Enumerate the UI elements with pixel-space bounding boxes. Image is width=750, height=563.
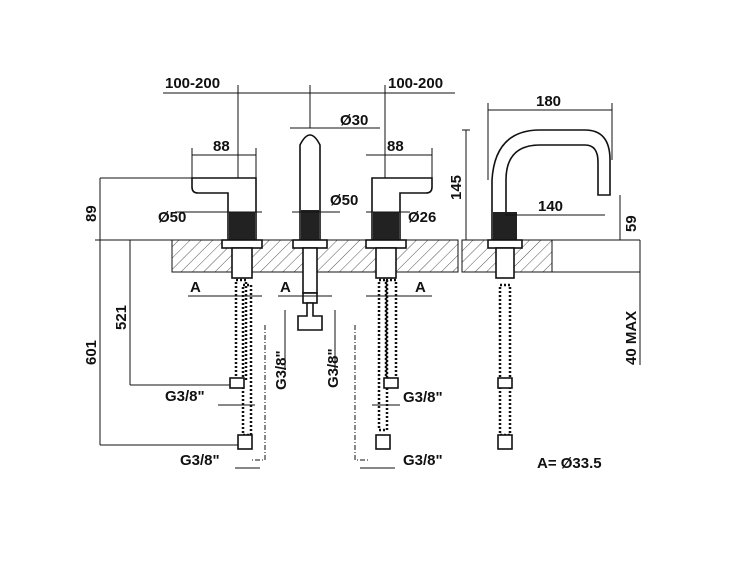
dim-total-depth: 601 [83,340,100,365]
dim-base-diameter-left: Ø50 [158,209,186,226]
dim-base-diameter-right: Ø26 [408,209,436,226]
dim-handle-width-left: 88 [213,138,230,155]
dimension-lines [99,85,641,469]
thread-center-left: G3/8" [273,350,290,390]
thread-left-lower: G3/8" [180,452,220,469]
label-a-left: A [190,279,201,296]
dim-outlet-height: 59 [623,215,640,232]
dim-base-diameter-center: Ø50 [330,192,358,209]
dim-spout-projection: 140 [538,198,563,215]
right-handle [365,177,433,450]
dim-handle-width-right: 88 [387,138,404,155]
label-a-center: A [280,279,291,296]
center-spout [250,134,370,461]
dim-spacing-right: 100-200 [388,75,443,92]
dim-spout-height: 145 [448,175,465,200]
note-a-diameter: A= Ø33.5 [537,455,602,472]
thread-left-upper: G3/8" [165,388,205,405]
thread-center-right: G3/8" [325,348,342,388]
dim-spout-diameter: Ø30 [340,112,368,129]
dim-spacing-left: 100-200 [165,75,220,92]
thread-right-lower: G3/8" [403,452,443,469]
dim-hose-depth: 521 [113,305,130,330]
dim-deck-thickness: 40 MAX [623,311,640,365]
thread-right-upper: G3/8" [403,389,443,406]
label-a-right: A [415,279,426,296]
dim-spout-reach: 180 [536,93,561,110]
left-handle [191,177,263,450]
side-view [487,129,611,450]
dim-handle-height: 89 [83,205,100,222]
